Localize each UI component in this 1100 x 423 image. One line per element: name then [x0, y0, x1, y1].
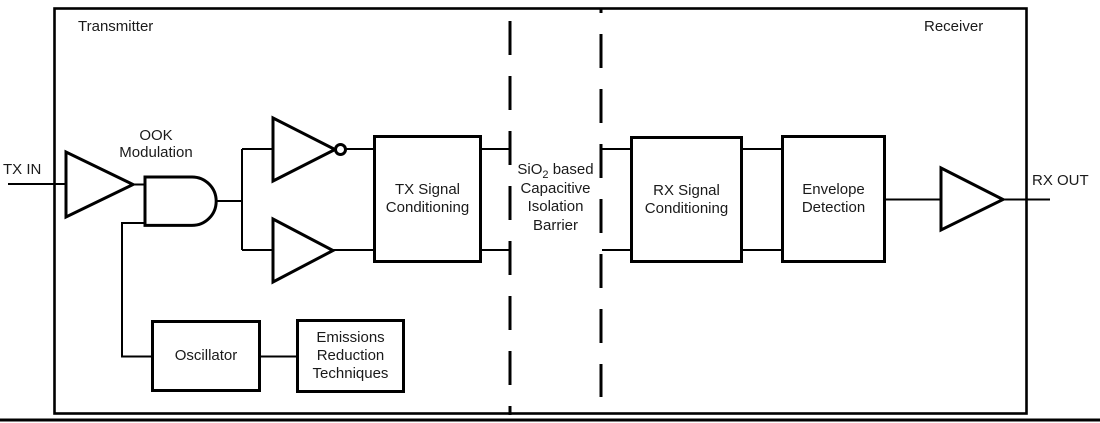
- oscillator-line1: Oscillator: [174, 347, 238, 364]
- barrier-sio-subscript: 2: [542, 169, 549, 181]
- top-inverter-symbol: [271, 115, 339, 184]
- inverter-bubble-icon: [334, 143, 347, 156]
- rx-signal-conditioning-line2: Conditioning: [644, 199, 729, 217]
- rx-signal-conditioning-line1: RX Signal: [653, 181, 720, 199]
- tx-signal-conditioning-block: TX Signal Conditioning: [373, 135, 482, 263]
- emissions-reduction-line1: Emissions: [316, 329, 385, 346]
- emissions-reduction-line3: Techniques: [312, 365, 389, 382]
- envelope-detection-line2: Detection: [801, 199, 866, 216]
- bottom-rule: [0, 418, 1100, 422]
- barrier-label-line2: Capacitive: [520, 179, 591, 197]
- barrier-label-line3: Isolation: [527, 198, 584, 215]
- emissions-reduction-block: Emissions Reduction Techniques: [296, 319, 405, 393]
- emissions-reduction-line2: Reduction: [316, 347, 385, 364]
- transmitter-region-label: Transmitter: [78, 18, 154, 35]
- ook-modulation-label: OOK Modulation: [106, 127, 206, 161]
- tx-in-port-label: TX IN: [3, 161, 42, 178]
- chip-outline: [53, 7, 1028, 415]
- tx-signal-conditioning-line2: Conditioning: [385, 199, 470, 216]
- signal-wires: [8, 148, 1050, 358]
- barrier-sio: SiO: [517, 161, 543, 178]
- oscillator-block: Oscillator: [151, 320, 261, 392]
- barrier-label-line4: Barrier: [532, 216, 578, 234]
- envelope-detection-block: Envelope Detection: [781, 135, 886, 263]
- ook-modulation-line1: OOK: [139, 127, 173, 144]
- receiver-region-label: Receiver: [924, 18, 984, 35]
- and-gate-symbol: [143, 175, 218, 227]
- tx-input-buffer-symbol: [64, 149, 137, 220]
- barrier-label-line1: SiO2 based: [505, 161, 606, 181]
- ook-modulation-line2: Modulation: [119, 144, 193, 161]
- isolation-barrier-label: SiO2 based Capacitive Isolation Barrier: [505, 161, 606, 235]
- tx-signal-conditioning-line1: TX Signal: [394, 181, 461, 198]
- rx-signal-conditioning-block: RX Signal Conditioning: [630, 136, 743, 263]
- bottom-buffer-symbol: [271, 216, 337, 285]
- envelope-detection-line1: Envelope: [802, 181, 865, 198]
- rx-out-port-label: RX OUT: [1032, 172, 1089, 189]
- rx-output-buffer-symbol: [939, 165, 1007, 233]
- wire-oscillator-feedback: [121, 222, 151, 358]
- barrier-based: based: [548, 161, 594, 178]
